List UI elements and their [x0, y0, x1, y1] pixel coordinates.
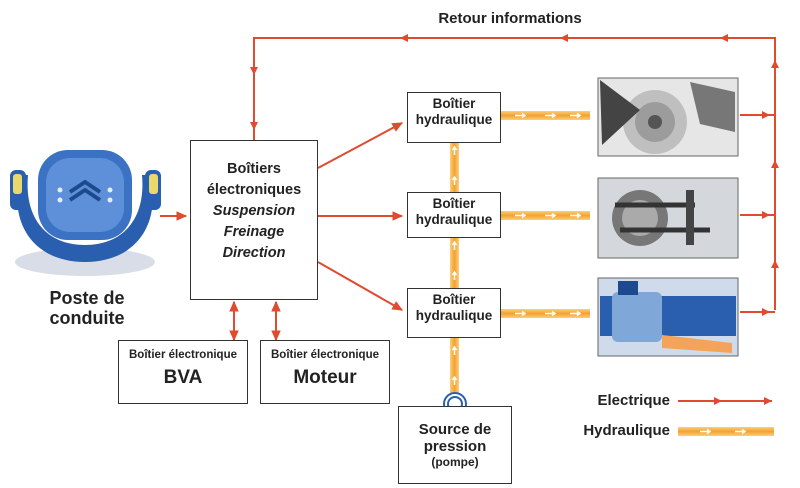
hydraulic-unit-line1: Boîtier — [432, 292, 476, 307]
source-line3: (pompe) — [431, 455, 479, 469]
electric-links — [160, 122, 404, 342]
hydraulic-unit-line1: Boîtier — [432, 196, 476, 211]
bva-line1: Boîtier électronique — [129, 349, 237, 361]
moteur-line1: Boîtier électronique — [271, 349, 379, 361]
driver-label-line2: conduite — [49, 308, 125, 328]
source-line1: Source de — [418, 421, 492, 438]
central-line3: Suspension — [212, 203, 296, 219]
hydraulic-links — [450, 111, 590, 398]
legend-hydraulic-line — [678, 427, 774, 436]
engine-ecu-box: Boîtier électronique Moteur — [260, 340, 390, 404]
central-line2: électroniques — [206, 182, 302, 198]
feedback-arrowheads — [250, 34, 779, 316]
hydraulic-unit-line2: hydraulique — [415, 212, 493, 227]
central-line5: Direction — [222, 245, 286, 261]
legend-electric-line — [678, 397, 772, 405]
suspension-image — [597, 177, 739, 259]
hydraulic-unit-line2: hydraulique — [415, 308, 493, 323]
driver-station-label: Poste de conduite — [22, 288, 152, 328]
central-line1: Boîtiers — [227, 161, 281, 177]
legend-hydraulic-label: Hydraulique — [583, 422, 670, 439]
central-line4: Freinage — [223, 224, 285, 240]
hydraulic-unit-suspension: Boîtier hydraulique — [407, 192, 501, 238]
pressure-source-box: Source de pression (pompe) — [398, 406, 512, 484]
hydraulic-unit-line2: hydraulique — [415, 112, 493, 127]
bva-line2: BVA — [163, 367, 203, 388]
legend-electric-label: Electrique — [597, 392, 670, 409]
bva-ecu-box: Boîtier électronique BVA — [118, 340, 248, 404]
hydraulic-unit-line1: Boîtier — [432, 96, 476, 111]
brake-disc-image — [597, 77, 739, 157]
driver-label-line1: Poste de — [49, 288, 125, 308]
hydraulic-unit-steering: Boîtier hydraulique — [407, 288, 501, 338]
source-line2: pression — [423, 438, 487, 455]
hydraulic-unit-brake: Boîtier hydraulique — [407, 92, 501, 143]
moteur-line2: Moteur — [293, 367, 357, 388]
central-ecu-box: Boîtiers électroniques Suspension Freina… — [190, 140, 318, 300]
feedback-title: Retour informations — [438, 10, 582, 27]
steering-wheel-image — [10, 150, 161, 276]
steering-rack-image — [597, 277, 739, 357]
